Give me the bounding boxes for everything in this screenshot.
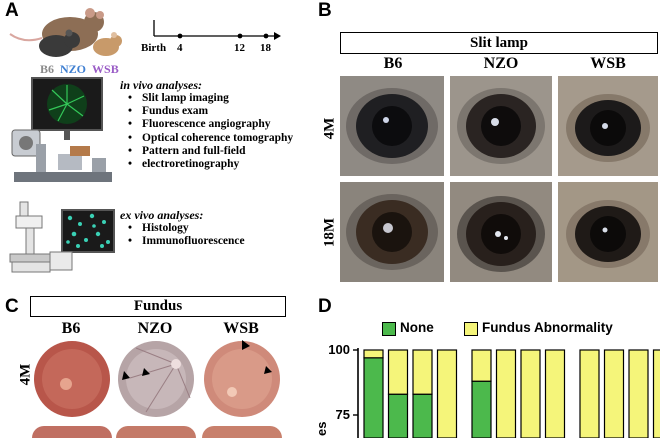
strain-b6-label: B6 xyxy=(40,62,55,76)
bar-fundus-abnormality-segment xyxy=(652,349,660,438)
fundus-title-box: Fundus xyxy=(30,296,286,317)
panel-a-label: A xyxy=(5,0,19,21)
panel-d-label: D xyxy=(318,296,332,317)
timeline-axis xyxy=(153,20,281,40)
fundus-photo-row-2-wsb xyxy=(202,426,282,438)
legend-label-fundus-abnormality: Fundus Abnormality xyxy=(482,320,613,335)
bar-fundus-abnormality-segment xyxy=(471,349,492,382)
in-vivo-item: Fluorescence angiography xyxy=(128,118,320,131)
bar-none-segment xyxy=(471,380,492,438)
ex-vivo-list: Histology Immunofluorescence xyxy=(120,222,300,249)
strain-labels: B6 NZO WSB xyxy=(40,62,119,77)
slit-lamp-photo-wsb-4m xyxy=(558,76,658,176)
bar-fundus-abnormality-segment xyxy=(603,349,625,438)
timeline-birth-label: Birth xyxy=(141,42,167,54)
ex-vivo-title: ex vivo analyses: xyxy=(120,208,204,222)
y-tick-label: 75 xyxy=(336,407,350,422)
in-vivo-title: in vivo analyses: xyxy=(120,78,202,92)
mice-illustration xyxy=(9,8,122,57)
y-axis-label: es xyxy=(318,422,329,436)
bar-none-segment xyxy=(387,393,409,438)
strain-nzo-label: NZO xyxy=(60,62,87,76)
slit-lamp-col-wsb: WSB xyxy=(590,55,626,72)
timeline-tick-18: 18 xyxy=(260,42,271,54)
slit-lamp-row-4m: 4M xyxy=(321,117,338,140)
slit-lamp-photo-b6-4m xyxy=(340,76,444,176)
timeline-tick-4: 4 xyxy=(177,42,183,54)
in-vivo-analyses-block: in vivo analyses: Slit lamp imaging Fund… xyxy=(120,78,320,171)
legend-swatch-none xyxy=(382,322,396,336)
slit-lamp-col-nzo: NZO xyxy=(483,55,519,72)
fundus-col-nzo: NZO xyxy=(137,320,173,337)
in-vivo-item: Fundus exam xyxy=(128,105,320,118)
fundus-col-b6: B6 xyxy=(61,320,81,337)
arrowhead-marker-icon xyxy=(142,368,150,376)
slit-lamp-title-box: Slit lamp xyxy=(340,32,658,54)
slit-lamp-row-18m: 18M xyxy=(321,217,338,248)
arrowhead-marker-icon xyxy=(264,366,272,374)
bar-fundus-abnormality-segment xyxy=(387,349,409,395)
fundus-photo-b6-4m xyxy=(34,341,110,417)
fundus-photo-wsb-4m xyxy=(204,340,280,417)
timeline-tick-12: 12 xyxy=(234,42,245,54)
slit-lamp-col-b6: B6 xyxy=(383,55,403,72)
in-vivo-item: Pattern and full-field xyxy=(128,145,320,158)
fundus-photo-row-2-b6 xyxy=(32,426,112,438)
panel-b-label: B xyxy=(318,0,332,21)
ex-vivo-item: Immunofluorescence xyxy=(128,235,300,248)
bar-fundus-abnormality-segment xyxy=(436,349,458,438)
bar-fundus-abnormality-segment xyxy=(495,349,517,438)
fundus-photo-row-2-nzo xyxy=(116,426,196,438)
bar-none-segment xyxy=(412,393,433,438)
slit-lamp-photo-b6-18m xyxy=(340,182,444,282)
ex-vivo-microscope-illustration xyxy=(9,201,115,273)
arrowhead-marker-icon xyxy=(242,340,250,350)
ex-vivo-analyses-block: ex vivo analyses: Histology Immunofluore… xyxy=(120,208,300,249)
y-tick-label: 100 xyxy=(328,342,350,357)
bar-fundus-abnormality-segment xyxy=(412,349,433,395)
bar-fundus-abnormality-segment xyxy=(363,349,384,359)
bar-fundus-abnormality-segment xyxy=(520,349,541,438)
in-vivo-item-continued: electroretinography xyxy=(128,158,320,171)
arrowhead-marker-icon xyxy=(122,371,130,380)
panel-c-label: C xyxy=(5,296,19,317)
in-vivo-equipment-illustration xyxy=(11,77,112,182)
in-vivo-item: Optical coherence tomography xyxy=(128,132,320,145)
bar-fundus-abnormality-segment xyxy=(579,349,600,438)
in-vivo-item: Slit lamp imaging xyxy=(128,92,320,105)
stacked-bar-chart: 100 75 es xyxy=(318,342,660,438)
bar-fundus-abnormality-segment xyxy=(628,349,649,438)
fundus-photo-nzo-4m xyxy=(118,341,194,417)
in-vivo-list: Slit lamp imaging Fundus exam Fluorescen… xyxy=(120,92,320,171)
slit-lamp-photo-nzo-4m xyxy=(450,76,552,176)
chart-legend: None Fundus Abnormality xyxy=(382,320,660,338)
legend-swatch-fundus-abnormality xyxy=(464,322,478,336)
legend-label-none: None xyxy=(400,320,434,335)
strain-wsb-label: WSB xyxy=(92,62,119,76)
slit-lamp-photo-nzo-18m xyxy=(450,182,552,282)
bar-fundus-abnormality-segment xyxy=(544,349,566,438)
slit-lamp-photo-wsb-18m xyxy=(558,182,658,282)
fundus-col-wsb: WSB xyxy=(223,320,259,337)
ex-vivo-item: Histology xyxy=(128,222,300,235)
bar-none-segment xyxy=(363,357,384,438)
